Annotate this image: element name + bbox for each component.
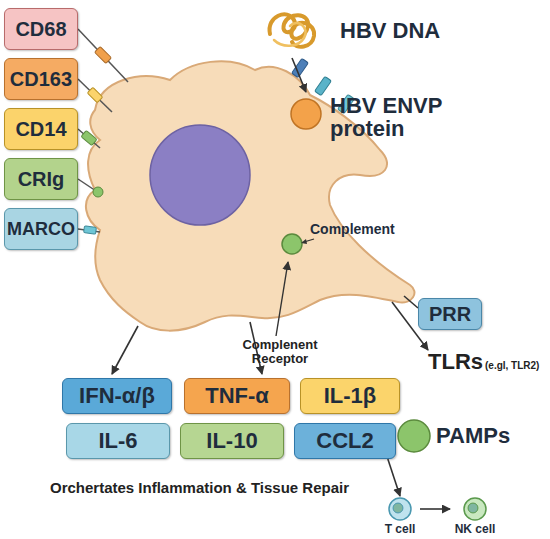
box-text: MARCO [7, 220, 75, 239]
connector-arrow [292, 58, 306, 92]
receptor-stalk [78, 29, 128, 82]
receptor-stalk [78, 129, 100, 148]
leader-line [404, 296, 418, 308]
node-label: NK cell [450, 523, 500, 536]
cytokine-box: CCL2 [294, 423, 396, 459]
leader-arrow [276, 262, 288, 336]
cell-core [468, 503, 478, 513]
marker-box: CD163 [4, 58, 78, 100]
node-text: HBV DNA [340, 19, 460, 42]
box-text: CCL2 [316, 429, 373, 452]
marker-box: CD14 [4, 108, 78, 150]
cytokine-box: IL-10 [180, 423, 284, 459]
receptor-symbol [93, 187, 103, 197]
node-text: PAMPs [436, 424, 532, 447]
receptor-symbol [292, 58, 309, 77]
cytokine-box: IFN-α/β [62, 378, 172, 414]
cytokine-box: IL-6 [66, 423, 170, 459]
connector-arrow [388, 459, 400, 496]
marker-box: CRIg [4, 158, 78, 200]
box-text: IL-6 [98, 429, 137, 452]
receptor-box: PRR [418, 298, 482, 330]
receptor-stalk [78, 79, 112, 112]
node-text: T cell [380, 523, 420, 536]
receptor-symbol [87, 87, 103, 103]
receptor-symbol [95, 47, 112, 64]
protein-circle: HBV ENVP protein [286, 92, 458, 148]
box-text: CD163 [10, 69, 72, 90]
box-text: IFN-α/β [79, 384, 155, 407]
node-label: PAMPs [436, 424, 532, 447]
box-text: TNF-α [205, 384, 269, 407]
receptor-symbol [81, 130, 97, 145]
node-label: Complement [310, 222, 398, 237]
cell-core [393, 503, 403, 513]
box-text: CD14 [15, 119, 66, 140]
cell-circle [464, 498, 486, 520]
node-label: T cell [380, 523, 420, 536]
node-text: NK cell [450, 523, 500, 536]
dna-strand [274, 23, 306, 46]
annotation-label: Orchertates Inflammation & Tissue Repair [50, 480, 380, 497]
box-text: IL-1β [324, 384, 377, 407]
marker-box: CD68 [4, 8, 78, 50]
cytokine-box: TNF-α [184, 378, 290, 414]
box-text: IL-10 [206, 429, 257, 452]
receptor-symbol [315, 76, 332, 95]
cell-nucleus [150, 125, 250, 225]
cell-circle: NK cell [450, 496, 500, 539]
leader-arrow [112, 326, 138, 374]
node-text: HBV ENVP protein [330, 94, 456, 140]
pointer-arrow [301, 239, 307, 244]
protein-circle [291, 99, 321, 129]
pamp-circle: PAMPs [396, 416, 536, 456]
annotation-label: TLRs [428, 350, 486, 374]
annotation-label: Complenent Receptor [232, 338, 328, 367]
cytokine-box: IL-1β [300, 378, 400, 414]
node-label: HBV DNA [340, 19, 460, 42]
cell-circle: T cell [380, 496, 420, 539]
complement-circle [282, 234, 302, 254]
dna-strand [270, 14, 315, 47]
receptor-symbol [84, 226, 97, 235]
complement-circle: Complement [280, 222, 398, 256]
dna-icon: HBV DNA [262, 4, 462, 58]
box-text: PRR [429, 304, 471, 325]
pamp-circle [398, 420, 430, 452]
node-text: Complement [310, 222, 398, 237]
box-text: CRIg [18, 169, 65, 190]
node-label: HBV ENVP protein [330, 94, 456, 140]
marker-box: MARCO [4, 208, 78, 250]
cell-circle [389, 498, 411, 520]
connector-arrow [420, 508, 450, 510]
annotation-label: (e.gl, TLR2) [485, 360, 549, 371]
box-text: CD68 [15, 19, 66, 40]
